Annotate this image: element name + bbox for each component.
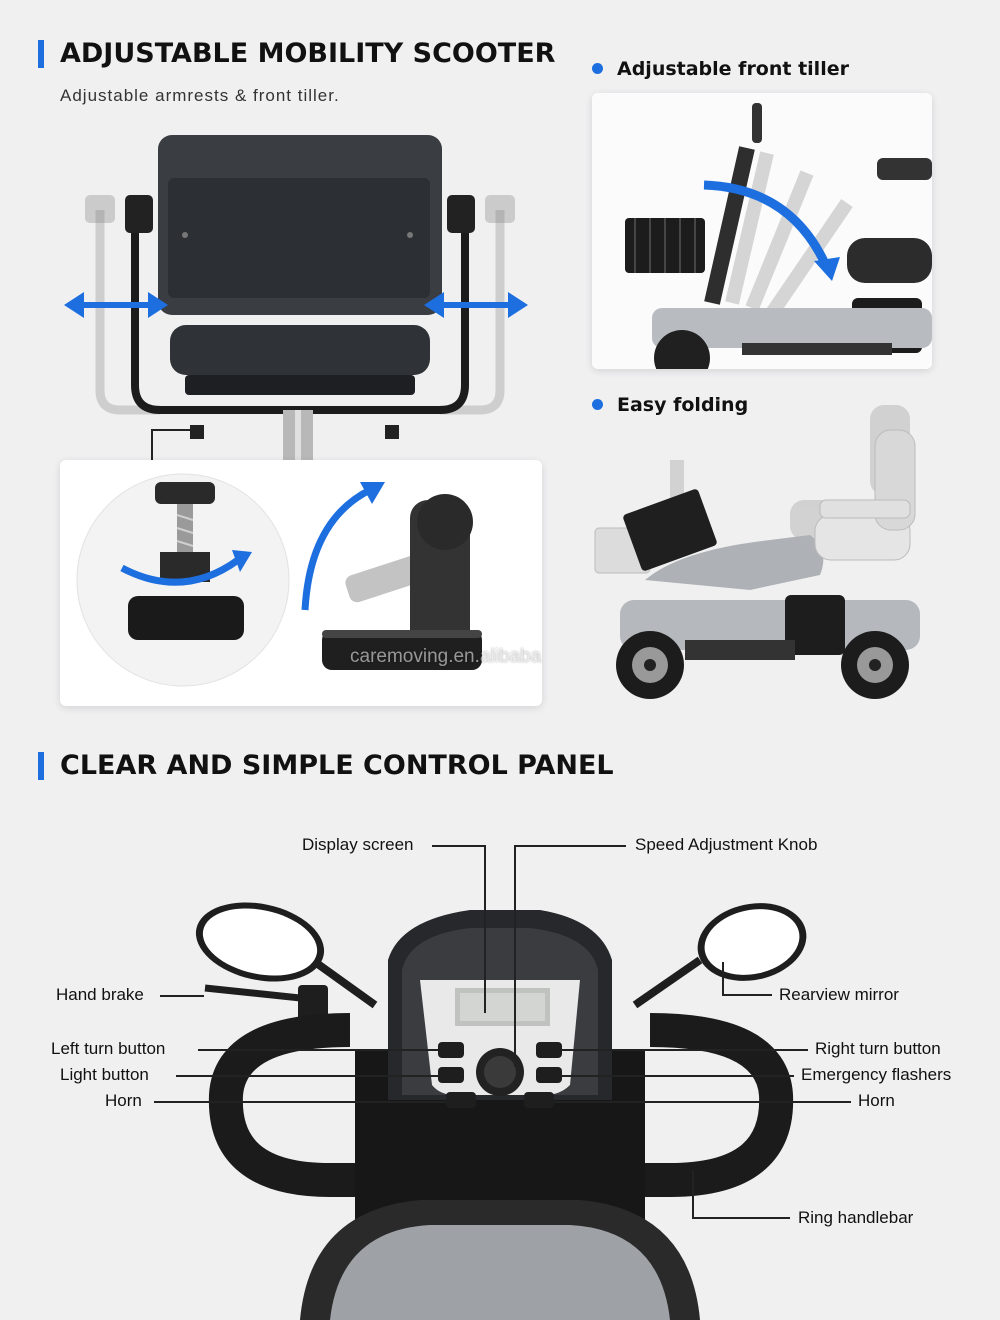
label-display-screen: Display screen [302,835,414,854]
label-rearview-mirror: Rearview mirror [779,985,899,1004]
leader-line [722,994,772,996]
feature-tiller-label: Adjustable front tiller [617,58,849,80]
leader-line [562,1075,794,1077]
bullet-dot-icon [592,399,603,410]
tiller-illustration [592,93,932,369]
leader-line [154,1101,446,1103]
knob-armrest-illustration [76,473,482,687]
control-panel-illustration [195,902,807,1320]
label-emergency-flashers: Emergency flashers [801,1065,952,1084]
armrest-adjust-card: caremoving.en.alibaba.com [60,460,542,706]
label-right-turn: Right turn button [815,1039,941,1058]
tiller-card [592,93,932,369]
leader-line [692,1217,790,1219]
section-title-control-panel: CLEAR AND SIMPLE CONTROL PANEL [60,750,614,781]
leader-line [514,845,626,847]
leader-line [562,1049,808,1051]
label-horn-right: Horn [858,1091,895,1110]
label-light-button: Light button [60,1065,149,1084]
leader-line [514,845,516,1067]
label-hand-brake: Hand brake [56,985,144,1004]
leader-line [160,995,204,997]
bullet-dot-icon [592,63,603,74]
section-title-bar [38,752,44,780]
label-ring-handlebar: Ring handlebar [798,1208,914,1227]
leader-line [722,962,724,996]
leader-line [198,1049,438,1051]
leader-line [432,845,486,847]
section-title-adjustable: ADJUSTABLE MOBILITY SCOOTER [60,38,556,69]
leader-line [484,845,486,1013]
leader-line [554,1101,851,1103]
feature-folding-label: Easy folding [617,394,749,416]
leader-line [692,1170,694,1219]
folding-scooter-illustration [594,405,920,699]
section-title-bar [38,40,44,68]
watermark: caremoving.en.alibaba.com [350,646,542,667]
section-subtitle: Adjustable armrests & front tiller. [60,86,340,105]
seat-armrest-illustration [64,135,528,465]
label-left-turn: Left turn button [51,1039,166,1058]
label-speed-knob: Speed Adjustment Knob [635,835,818,854]
label-horn-left: Horn [105,1091,142,1110]
leader-line [176,1075,438,1077]
